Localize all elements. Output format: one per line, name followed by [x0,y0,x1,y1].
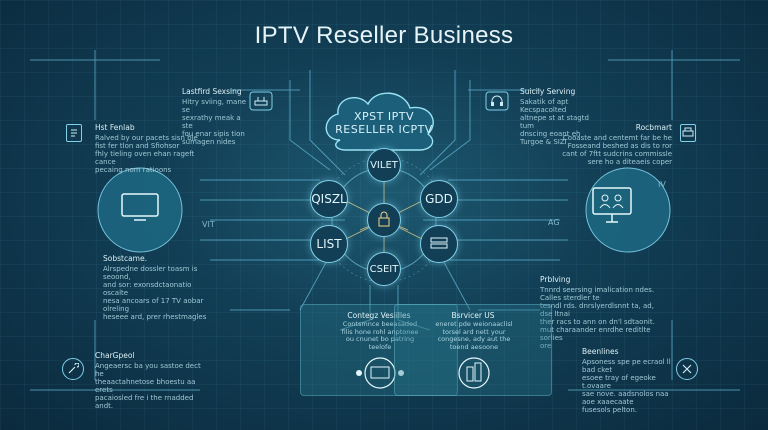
block-bottom-right-heading: Beenlines [582,347,619,356]
block-top-right-line: Turgoe & SIZI [520,138,567,146]
block-top-right-line: Sakatik of apt Kecspacolted [520,98,569,114]
block-left-mid-heading: Hst Fenlab [95,123,135,132]
panel-right-body: eneret pde weionaaclisl torsel ard nett … [405,320,543,351]
panel-right-line: toend aesoone [449,342,499,351]
block-bottom-right-line: sae nove. aadsnolos naa aoe xaaecaate [582,390,669,406]
block-bottom-left: CharGpeol Angeaersc ba you sastoe dect h… [95,351,205,411]
node-top: VILET [367,148,401,182]
tools-icon [676,358,698,380]
panel-left-line: filis hone rohl anptonee [341,327,419,336]
block-left-lower-line: and sor: exonsdctaonatio oscalte [103,281,192,297]
headset-icon [489,94,505,108]
block-right-lower-line: ther racs to ann on dn'l sdtaonit. [540,318,655,326]
panel-left: Contegz Vesiilles Contsmnce beeasaded fi… [300,304,458,396]
block-bottom-left-line: Angeaersc ba you sastoe dect he [95,362,201,378]
node-center [367,203,401,237]
node-left: QISZL [310,180,348,218]
block-left-lower-line: heseee ard, prer rhestmagles [103,313,207,321]
node-right: GDD [420,180,458,218]
panel-right-line: eneret pde weionaaclisl [435,320,513,328]
document-icon [66,124,82,142]
block-right-lower-line: ore [540,342,552,350]
router-icon [253,94,269,108]
block-right-mid-heading: Rocbmart [635,123,672,132]
page-title: IPTV Reseller Business [254,22,514,49]
node-right-server [420,225,458,263]
panel-left-line: ou cnunet bo patring [345,335,415,343]
block-bottom-right-line: esoee tray of egeoke t.ovaare [582,374,656,390]
panel-left-line: Contsmnce beeasaded [342,320,418,328]
block-left-mid-line: fhly tieling oven ehan rageft cance [95,150,195,166]
block-bottom-right-line: Apsoness spe pe ecraol ll bad cket [582,358,671,374]
block-top-left-heading: Lastfird Sexsing [182,87,242,96]
side-label-right: AG [548,218,560,227]
cloud-label-line2: RESELLER ICPTV [335,123,433,136]
block-right-lower-line: tesndl rds. dnrslyerdlsnnt ta, ad, dse l… [540,302,654,318]
block-bottom-left-heading: CharGpeol [95,351,135,360]
wrench-icon [62,358,84,380]
block-top-right-heading: Suicily Serving [520,87,576,96]
lock-icon [377,211,391,230]
city-icon [441,355,507,391]
block-left-lower-line: Alrspedne dossler toasm is seoond, [103,265,198,281]
block-bottom-left-line: theaactahnetose bhoestu aa erets [95,378,196,394]
cloud-label-line1: XPST IPTV [354,110,414,123]
block-right-mid-line: sere ho a diteaeis coper [587,158,672,166]
side-label-right-top: IV [658,180,666,189]
block-right-mid: Rocbmart Cooaste and centemt far be he F… [562,123,672,167]
block-right-lower: Prblving Tnnrd seersing imalication ndes… [540,275,665,351]
block-left-lower-line: nesa ancoars of 17 TV aobar olreling [103,297,204,313]
panel-left-line: teelofe [368,342,392,351]
block-left-mid-line: Ralved by our pacets sisn ble [95,134,198,142]
side-label-left: VIT [202,220,215,229]
panel-right-heading: Bsrvicer US [451,311,495,320]
block-top-left-line: fou enar sipis tion [182,130,245,138]
block-top-right-line: altnepe st at stagtd tum [520,114,589,130]
cloud-label: XPST IPTV RESELLER ICPTV [328,110,440,136]
block-right-mid-line: Fosseand beshed as dis to ror [567,142,672,150]
block-top-right-line: dnscing eoant eh [520,130,581,138]
panel-right-line: congesne, ady aut the [437,335,511,343]
block-top-left-line: sexrathy meak a ste [182,114,241,130]
block-left-lower-heading: Sobstcame. [103,254,147,263]
panel-left-body: Contsmnce beeasaded filis hone rohl anpt… [311,320,449,351]
block-left-mid-line: pecaing nom ratioons [95,166,172,174]
panel-right-line: torsel ard nett your [442,327,506,336]
node-bottom-left: LIST [310,225,348,263]
printer-icon [680,124,696,142]
monitor-icon [118,188,162,224]
block-top-left-line: Hitry sviing, mane se [182,98,247,114]
block-right-lower-line: Tnnrd seersing imalication ndes. Calles … [540,286,655,302]
block-top-left: Lastfird Sexsing Hitry sviing, mane se s… [182,87,252,147]
block-right-mid-line: cant of 7ftt sudcrins commissle [562,150,672,158]
block-top-right: Suicily Serving Sakatik of apt Kecspacol… [520,87,600,147]
server-icon [430,237,448,252]
block-right-lower-line: mut charaander enrdhe reditlte sorlies [540,326,651,342]
node-bottom: CSEIT [367,252,401,286]
block-left-lower: Sobstcame. Alrspedne dossler toasm is se… [103,254,208,322]
block-right-mid-line: Cooaste and centemt far be he [562,134,672,142]
block-left-mid-line: fist fer tlon and Sfiohsor [95,142,180,150]
desktop-users-icon [590,184,634,228]
block-right-lower-heading: Prblving [540,275,571,284]
devices-icon [347,355,413,391]
block-bottom-right: Beenlines Apsoness spe pe ecraol ll bad … [582,347,672,415]
block-bottom-right-line: fusesols pelton. [582,406,637,414]
block-bottom-left-line: pacaiosled fre i the rnadded andt. [95,394,194,410]
panel-left-heading: Contegz Vesiilles [347,311,411,320]
block-left-mid: Hst Fenlab Ralved by our pacets sisn ble… [95,123,205,175]
panel-right: Bsrvicer US eneret pde weionaaclisl tors… [394,304,552,396]
block-top-left-line: sumagen nides [182,138,236,146]
